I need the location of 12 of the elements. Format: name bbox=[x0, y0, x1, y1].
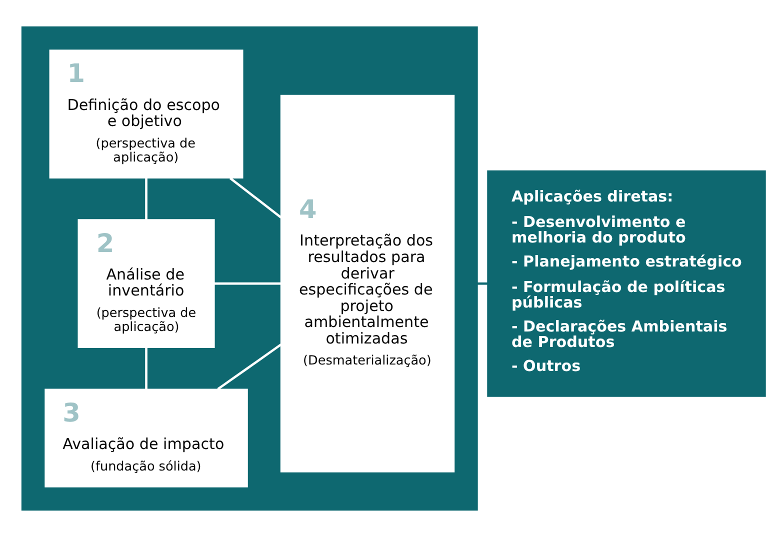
connector bbox=[214, 282, 281, 284]
connector bbox=[229, 176, 282, 218]
node-box: 4 Interpretação dos resultados para derivar especificações de projeto ambientalmente otimizadas (Desmaterialização) bbox=[280, 94, 455, 472]
node-box: 3 Avaliação de impacto (fundação sólida) bbox=[44, 388, 248, 487]
node-box: 1 Definição do escopo e objetivo (perspectiva de aplicação) bbox=[49, 49, 244, 178]
connector bbox=[145, 347, 148, 389]
connector bbox=[145, 178, 148, 220]
node-box: Aplicações diretas: - Desenvolvimento e melhoria do produto - Planejamento estratégico - Formulação de políticas públicas - Declarações Ambientais de Produtos - Outros bbox=[487, 170, 766, 396]
node-box: 2 Análise de inventário (perspectiva de aplicação) bbox=[78, 218, 215, 348]
cluster bbox=[21, 26, 478, 510]
connector bbox=[477, 282, 488, 284]
connector bbox=[217, 343, 282, 390]
